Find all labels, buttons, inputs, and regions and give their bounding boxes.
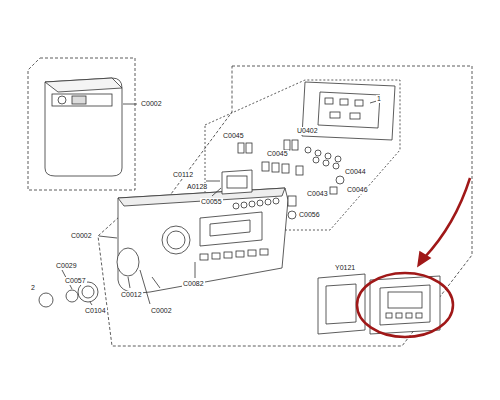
callout-number: C0029 [55,262,78,270]
callout-number: C0045 [222,132,245,140]
callout-number: C0056 [298,211,321,219]
callout-number: C0002 [140,100,163,108]
highlight-arrow [424,178,470,258]
lens-part [117,248,139,276]
callout-number: C0104 [84,307,107,315]
leader [152,277,160,288]
inset-frame [28,58,135,190]
circled-part-window [388,292,422,308]
callout-number: Y0121 [334,264,356,272]
callout-number: C0046 [346,186,369,194]
callout-number: C0057 [64,277,87,285]
appliance-top [45,78,122,92]
panel-buttons [200,249,268,260]
appliance-panel [52,94,112,106]
panel-knob-ring [167,231,185,249]
callout-number: C0002 [150,307,173,315]
knob-ring [66,290,78,302]
callout-number: C0112 [172,171,194,179]
circled-part-pins [386,313,422,318]
circled-part [370,276,440,334]
bracket-window [326,284,356,324]
appliance-body [45,78,122,176]
callout-number: C0045 [266,150,289,158]
appliance-display [72,96,86,104]
leader [206,181,220,182]
callout-number: C0055 [200,198,223,206]
callout-number: U0402 [296,127,319,135]
control-panel [118,188,288,293]
leader [195,262,196,278]
leader [128,277,130,288]
sub-frame [205,80,400,230]
callout-number: 2 [30,284,36,292]
panel-display-window [210,220,250,236]
pcb-outline [318,92,380,128]
leader [123,104,137,105]
display-window [227,176,247,188]
callout-number: C0044 [344,168,367,176]
assembly-frame [98,66,472,346]
highlight-ellipse [357,273,453,337]
callout-number: 1 [376,95,382,103]
highlight-arrowhead [418,252,430,266]
pcb-components [325,98,363,119]
knob-inner [82,286,94,298]
callout-number: A0128 [186,183,208,191]
knob-cap [39,293,53,307]
leader [212,188,221,196]
callout-number: C0002 [70,232,93,240]
appliance-knob [58,96,66,104]
display-card [222,170,252,194]
panel-knob-ring [162,226,190,254]
knob [78,282,98,302]
leader [90,302,92,305]
callout-number: C0082 [182,280,205,288]
circled-part-frame [380,285,430,325]
panel-display [200,212,262,246]
callout-number: C0043 [306,190,329,198]
leader [99,236,117,238]
callout-number: C0012 [120,291,143,299]
